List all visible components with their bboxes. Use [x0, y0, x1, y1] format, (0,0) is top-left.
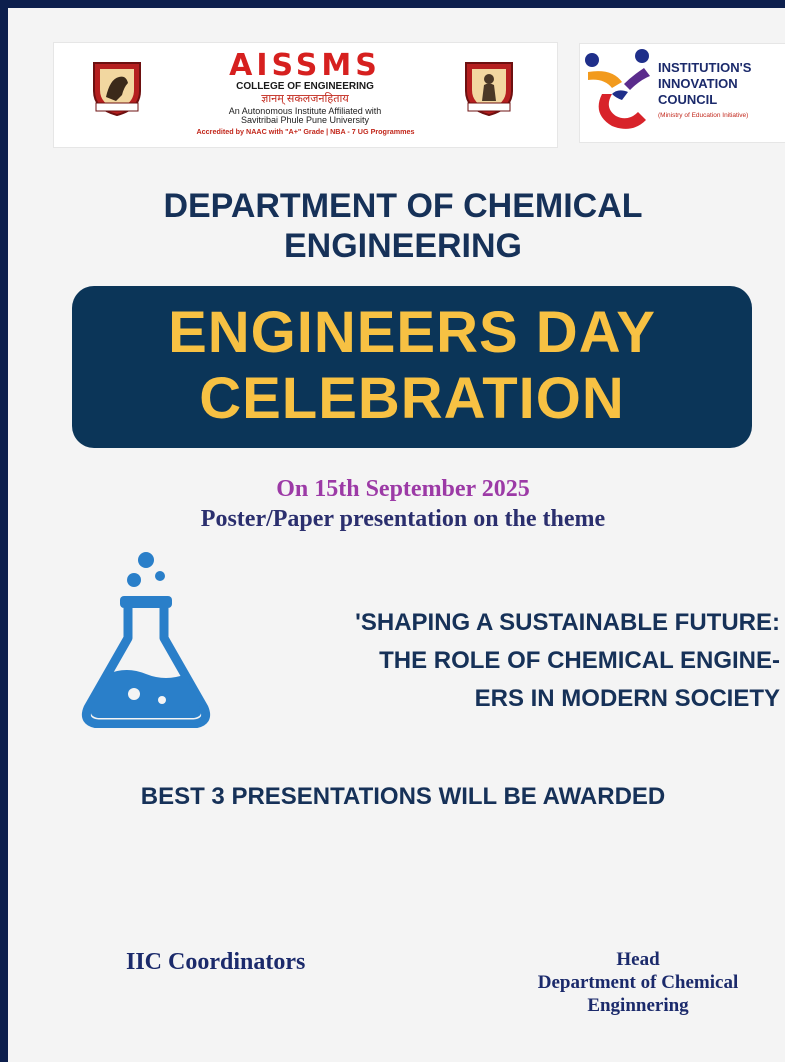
event-title-line2: CELEBRATION: [199, 366, 625, 431]
iic-title-line2: INNOVATION: [658, 76, 738, 91]
award-notice: BEST 3 PRESENTATIONS WILL BE AWARDED: [140, 783, 666, 810]
college-subtitle: COLLEGE OF ENGINEERING: [236, 81, 374, 92]
college-name: AISSMS: [229, 48, 381, 83]
event-title-line1: ENGINEERS DAY: [168, 300, 656, 365]
lion-emblem-icon: [93, 62, 141, 117]
event-date: On 15th September 2025: [276, 476, 530, 502]
theme-line2: THE ROLE OF CHEMICAL ENGINE-: [379, 647, 780, 674]
statue-emblem-icon: [465, 62, 513, 117]
department-title-line2: ENGINEERING: [283, 227, 523, 265]
college-accreditation: Accredited by NAAC with "A+" Grade | NBA…: [196, 127, 415, 136]
iic-title-line1: INSTITUTION'S: [658, 60, 752, 75]
event-title: ENGINEERS DAY CELEBRATION: [72, 300, 752, 432]
college-affiliation-1: An Autonomous Institute Affiliated with: [228, 106, 382, 116]
hod-department: Department of Chemical: [537, 972, 739, 993]
hod-signature: Head Department of Chemical Enginnering: [498, 948, 778, 1017]
theme-statement: 'SHAPING A SUSTAINABLE FUTURE: THE ROLE …: [228, 604, 780, 718]
iic-banner: INSTITUTION'S INNOVATION COUNCIL (Minist…: [579, 43, 785, 143]
theme-line1: 'SHAPING A SUSTAINABLE FUTURE:: [355, 609, 780, 636]
college-motto: ज्ञानम् सकलजनहिताय: [261, 93, 349, 105]
iic-title: INSTITUTION'S INNOVATION COUNCIL: [658, 60, 784, 108]
theme-line3: ERS IN MODERN SOCIETY: [474, 685, 780, 712]
iic-coordinators-signature: IIC Coordinators: [126, 949, 306, 975]
department-title-line1: DEPARTMENT OF CHEMICAL: [163, 187, 643, 225]
iic-subtitle: (Ministry of Education Initiative): [658, 112, 749, 119]
chemistry-flask-icon: [81, 552, 211, 728]
hod-department-2: Enginnering: [587, 995, 689, 1016]
college-banner: AISSMS COLLEGE OF ENGINEERING ज्ञानम् सक…: [53, 42, 558, 148]
event-title-box: ENGINEERS DAY CELEBRATION: [72, 286, 752, 448]
theme-intro: Poster/Paper presentation on the theme: [200, 506, 606, 532]
iic-title-line3: COUNCIL: [658, 92, 718, 107]
hod-title: Head: [616, 949, 660, 970]
department-title: DEPARTMENT OF CHEMICAL ENGINEERING: [48, 186, 758, 266]
college-affiliation-2: Savitribai Phule Pune University: [240, 115, 370, 125]
iic-logo-icon: [585, 49, 650, 129]
